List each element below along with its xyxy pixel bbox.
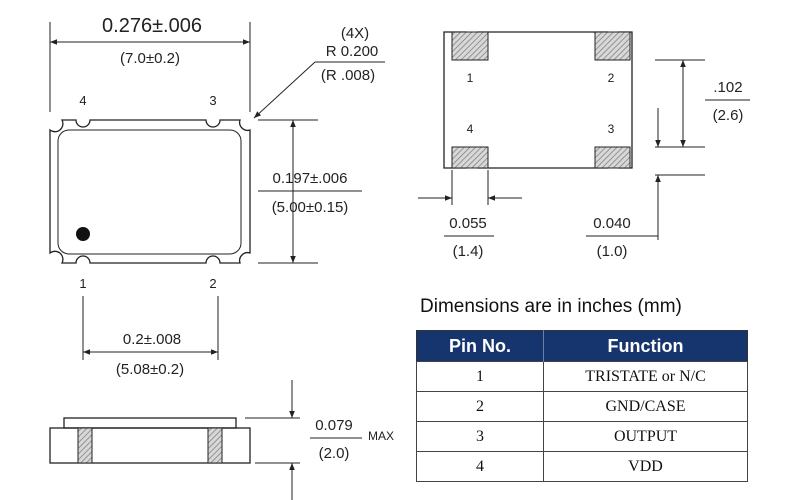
side-height-mm-label: (2.0) <box>319 445 350 462</box>
table-row: 1 TRISTATE or N/C <box>416 361 748 392</box>
top-pin-label-4: 4 <box>79 93 86 108</box>
units-caption: Dimensions are in inches (mm) <box>420 296 682 317</box>
pin-function-cell: OUTPUT <box>543 421 748 452</box>
footprint-pin-label-2: 2 <box>608 71 615 85</box>
side-pad-right <box>207 427 223 464</box>
footprint-pad-2 <box>594 31 631 61</box>
corner-radius-mm-label: (R .008) <box>321 67 375 84</box>
pitch-mm-label: (5.08±0.2) <box>116 361 184 378</box>
width-inch-label: 0.276±.006 <box>102 15 202 37</box>
pad-spacing-mm-label: (2.6) <box>713 107 744 124</box>
corner-radius-leader <box>253 61 316 119</box>
side-height-max-label: MAX <box>368 429 394 443</box>
pad-height-inch-label: 0.040 <box>593 215 631 232</box>
table-row: 4 VDD <box>416 451 748 482</box>
footprint-pad-3 <box>594 146 631 169</box>
top-pin-label-1: 1 <box>79 276 86 291</box>
pin1-indicator-dot <box>76 227 90 241</box>
footprint-pin-label-1: 1 <box>467 71 474 85</box>
pin-no-header: Pin No. <box>416 330 544 362</box>
side-height-inch-label: 0.079 <box>315 417 353 434</box>
footprint-pin-label-4: 4 <box>467 122 474 136</box>
footprint-view: 1 2 4 3 .102 (2.6) 0.040 (1.0) 0.055 (1.… <box>418 31 750 260</box>
corner-radius-inch-label: R 0.200 <box>326 43 379 60</box>
pin-function-cell: TRISTATE or N/C <box>543 361 748 392</box>
table-row: 2 GND/CASE <box>416 391 748 422</box>
pitch-inch-label: 0.2±.008 <box>123 331 181 348</box>
pin-number-cell: 3 <box>416 421 544 452</box>
pin-function-table: Pin No. Function 1 TRISTATE or N/C 2 GND… <box>416 330 748 482</box>
corner-count-label: (4X) <box>341 25 369 42</box>
package-outline <box>49 119 251 264</box>
side-view: 0.079 MAX (2.0) <box>49 380 394 500</box>
pin-function-cell: GND/CASE <box>543 391 748 422</box>
footprint-pin-label-3: 3 <box>608 122 615 136</box>
pin-function-cell: VDD <box>543 451 748 482</box>
pad-spacing-inch-label: .102 <box>713 79 742 96</box>
function-header: Function <box>543 330 748 362</box>
top-pin-label-3: 3 <box>209 93 216 108</box>
table-row: 3 OUTPUT <box>416 421 748 452</box>
pin-number-cell: 1 <box>416 361 544 392</box>
pad-width-inch-label: 0.055 <box>449 215 487 232</box>
height-mm-label: (5.00±0.15) <box>272 199 349 216</box>
side-lid <box>63 417 237 429</box>
side-pad-left <box>77 427 93 464</box>
pad-height-mm-label: (1.0) <box>597 243 628 260</box>
top-pin-label-2: 2 <box>209 276 216 291</box>
pin-number-cell: 2 <box>416 391 544 422</box>
table-header-row: Pin No. Function <box>416 330 748 362</box>
footprint-pad-1 <box>451 31 489 61</box>
pad-width-mm-label: (1.4) <box>453 243 484 260</box>
height-inch-label: 0.197±.006 <box>273 170 348 187</box>
package-lid <box>57 129 242 255</box>
side-body <box>49 427 251 464</box>
top-view: 0.276±.006 (7.0±0.2) (4X) R 0.200 (R .00… <box>49 15 385 378</box>
width-mm-label: (7.0±0.2) <box>120 50 180 67</box>
footprint-pad-4 <box>451 146 489 169</box>
pin-number-cell: 4 <box>416 451 544 482</box>
